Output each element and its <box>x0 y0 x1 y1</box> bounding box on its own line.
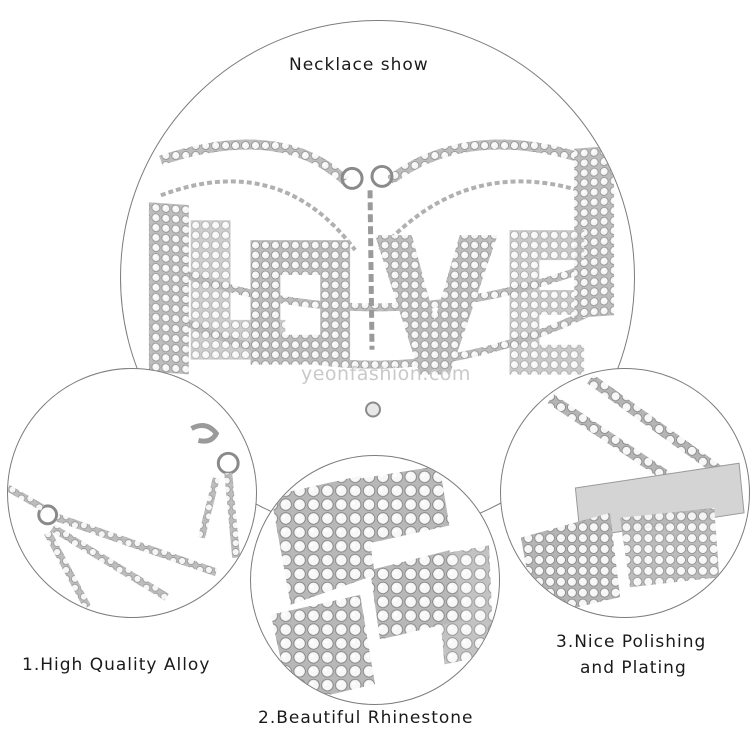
rhinestone-photo <box>270 465 495 704</box>
detail2-caption: 2.Beautiful Rhinestone <box>258 708 474 728</box>
watermark: yeonfashion.com <box>301 363 471 385</box>
detail-photo-circle-2 <box>250 455 500 705</box>
clasp-photo <box>8 423 241 609</box>
plating-photo <box>520 374 745 617</box>
detail3-caption-line2: and Plating <box>580 658 687 678</box>
detail1-caption: 1.High Quality Alloy <box>22 655 211 675</box>
detail-photo-circle-3 <box>500 368 750 618</box>
detail3-caption-line1: 3.Nice Polishing <box>556 632 707 652</box>
detail-photo-circle-1 <box>7 368 257 618</box>
main-caption: Necklace show <box>289 55 429 75</box>
necklace-photo <box>148 139 615 418</box>
